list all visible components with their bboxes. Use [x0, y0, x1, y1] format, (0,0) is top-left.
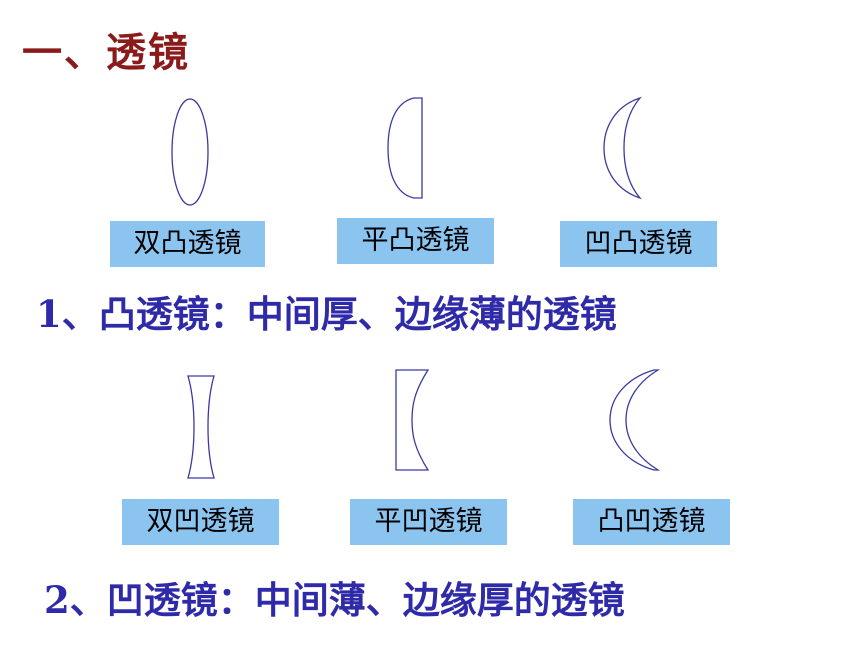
convex-meniscus-lens-icon	[598, 96, 648, 200]
concave-lens-definition: 2、凹透镜：中间薄、边缘厚的透镜	[44, 578, 625, 622]
plano-concave-lens-icon	[394, 368, 434, 472]
label-concavo-convex: 凹凸透镜	[560, 221, 717, 267]
biconcave-lens-icon	[184, 374, 218, 480]
convex-lens-definition: 1、凸透镜：中间厚、边缘薄的透镜	[36, 292, 617, 336]
plano-convex-lens-icon	[382, 96, 432, 200]
page-title: 一、透镜	[22, 30, 190, 76]
label-biconcave: 双凹透镜	[122, 499, 279, 545]
biconvex-lens-icon	[168, 96, 212, 208]
label-biconvex: 双凸透镜	[110, 221, 265, 267]
label-plano-concave: 平凹透镜	[350, 499, 507, 545]
label-convexo-concave: 凸凹透镜	[573, 499, 730, 545]
label-plano-convex: 平凸透镜	[337, 218, 494, 264]
concave-meniscus-lens-icon	[604, 368, 660, 472]
